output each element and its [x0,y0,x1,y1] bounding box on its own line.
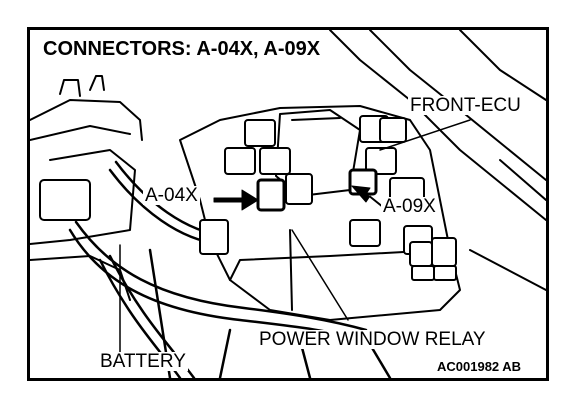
power-window-relay-label: POWER WINDOW RELAY [257,329,488,350]
front-ecu-label: FRONT-ECU [408,95,523,116]
leader-lines [119,119,471,353]
a09x-label: A-09X [381,196,438,217]
connector-blocks [199,115,457,281]
figure-code: AC001982 AB [436,359,523,374]
a04x-arrow [213,189,259,211]
diagram-frame: CONNECTORS: A-04X, A-09X FRONT-ECU A-04X… [27,27,549,381]
a04x-label: A-04X [143,185,200,206]
battery-label: BATTERY [98,351,188,372]
engine-bay-illustration [30,30,546,378]
diagram-title: CONNECTORS: A-04X, A-09X [40,38,324,60]
a04x-connector [256,178,286,212]
